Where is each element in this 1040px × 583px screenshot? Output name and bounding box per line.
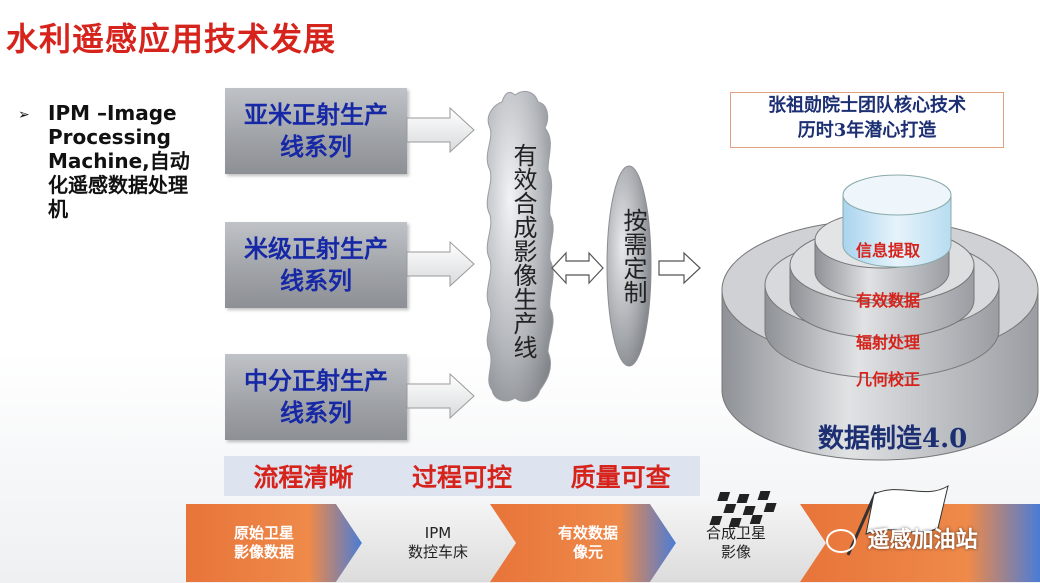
series-label-line1: 亚米正射生产 [244, 100, 388, 129]
arrow-series-2 [406, 240, 475, 288]
pipeline-step-line2: 影像 [720, 543, 751, 561]
banner-item: 过程可控 [411, 463, 512, 492]
layer-label: 有效数据 [856, 291, 921, 310]
pipeline-step-raw-imagery: 原始卫星 影像数据 [204, 524, 324, 562]
pipeline-step-valid-pixels: 有效数据 像元 [528, 524, 648, 562]
series-label-line2: 线系列 [280, 132, 352, 161]
double-arrow-icon [551, 251, 604, 285]
note-line2: 历时3年潜心打造 [797, 120, 937, 141]
pyramid-caption: 数据制造4.0 [818, 424, 968, 454]
note-line1: 张祖勋院士团队核心技术 [768, 95, 966, 116]
series-label-line1: 中分正射生产 [244, 366, 388, 395]
pipeline-step-line1: 有效数据 [557, 524, 618, 542]
layer-label: 信息提取 [856, 241, 921, 260]
pipeline-step-line1: IPM [424, 524, 452, 542]
pipeline-step-line2: 像元 [572, 543, 603, 561]
pipeline-step-line2: 影像数据 [233, 543, 294, 561]
layer-label: 辐射处理 [856, 333, 921, 352]
series-label-line2: 线系列 [280, 266, 352, 295]
series-label-line2: 线系列 [280, 398, 352, 427]
banner-item: 流程清晰 [253, 463, 354, 492]
banner-item: 质量可查 [570, 463, 671, 492]
bullet-text: IPM –Image Processing Machine,自动化遥感数据处理机 [48, 101, 190, 221]
series-box-medium: 中分正射生产线系列 [225, 354, 407, 440]
arrow-series-3 [406, 372, 475, 420]
watermark: 遥感加油站 [826, 522, 978, 554]
arrow-series-1 [406, 106, 475, 154]
wechat-icon [826, 529, 856, 553]
series-box-submeter: 亚米正射生产线系列 [225, 88, 407, 174]
arrow-to-pyramid-icon [658, 251, 701, 285]
pipeline [186, 504, 1040, 582]
slide-title: 水利遥感应用技术发展 [6, 20, 337, 58]
cloud-production-line [486, 91, 554, 402]
series-box-meter: 米级正射生产线系列 [225, 222, 407, 308]
oval-on-demand [606, 165, 652, 367]
pipeline-step-line1: 原始卫星 [233, 524, 294, 542]
quality-banner: 流程清晰 过程可控 质量可查 [224, 456, 700, 496]
watermark-text: 遥感加油站 [867, 528, 978, 553]
pipeline-step-composite-imagery: 合成卫星 影像 [676, 524, 796, 562]
bullet-arrow-icon: ➢ [18, 107, 30, 123]
pipeline-step-ipm: IPM 数控车床 [378, 524, 498, 562]
pipeline-step-line2: 数控车床 [407, 543, 468, 561]
series-label-line1: 米级正射生产 [244, 234, 388, 263]
data-pyramid [721, 174, 1039, 461]
layer-label: 几何校正 [856, 370, 921, 389]
on-demand-label: 按需定制 [619, 208, 647, 304]
production-line-label: 有效合成影像生产线 [509, 143, 537, 359]
pipeline-step-line1: 合成卫星 [705, 524, 766, 542]
core-technology-note: 张祖勋院士团队核心技术 历时3年潜心打造 [730, 92, 1004, 148]
